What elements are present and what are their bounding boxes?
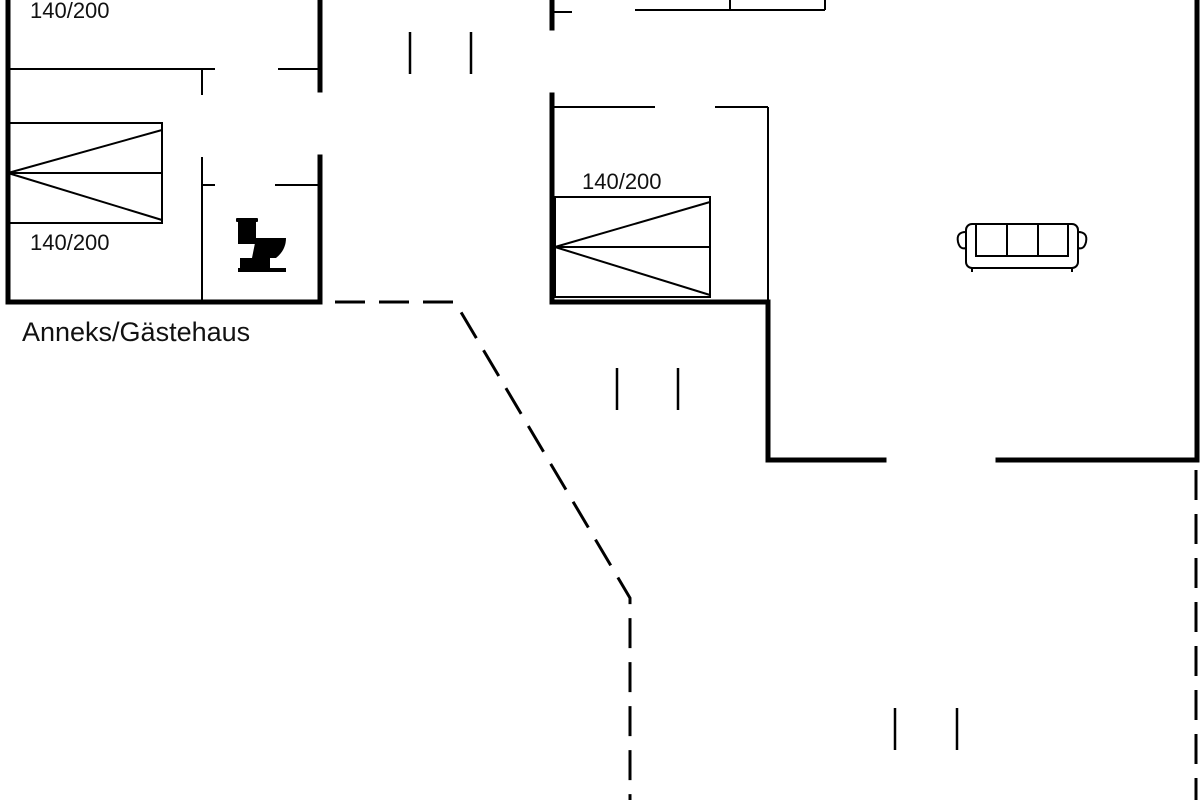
- toilet-icon: [236, 218, 286, 272]
- threshold-marks: [408, 32, 959, 750]
- bed-size-label-annex: 140/200: [30, 230, 110, 255]
- terrace-outline: [335, 300, 1198, 800]
- bed-icon: [554, 196, 711, 298]
- bed-icon: [7, 122, 163, 224]
- sofa-icon: [956, 223, 1088, 272]
- annex-building: 140/200 140/200 Anneks/Gästehaus: [5, 0, 323, 347]
- terrace-boundary-left: [335, 300, 632, 800]
- main-house: 140/200: [549, 0, 1200, 463]
- bed-size-label-bedroom: 140/200: [582, 169, 662, 194]
- annex-label: Anneks/Gästehaus: [22, 317, 250, 347]
- bed-size-label-top: 140/200: [30, 0, 110, 23]
